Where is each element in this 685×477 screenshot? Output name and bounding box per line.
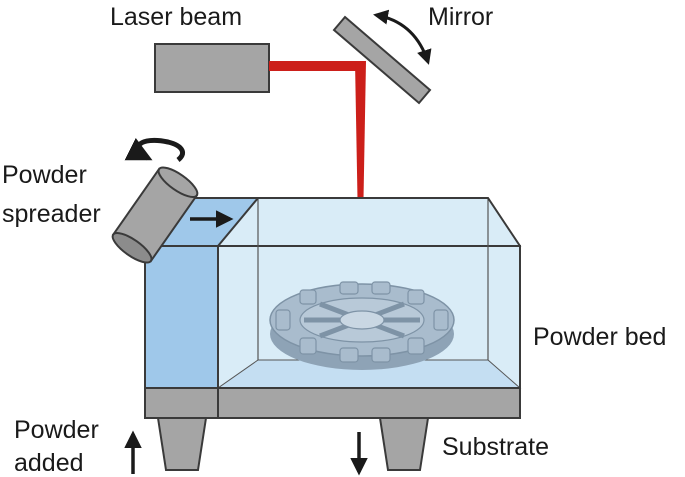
label-substrate: Substrate <box>442 433 549 461</box>
spreader-rotation-arrow <box>124 137 186 162</box>
mirror <box>332 15 432 105</box>
label-powder-added-2: added <box>14 449 84 477</box>
label-powder-added-1: Powder <box>14 416 99 444</box>
feed-base-plate <box>144 387 219 419</box>
mirror-rotation-arrow <box>373 9 432 65</box>
build-base-plate <box>217 387 521 419</box>
powder-feed-chamber <box>144 245 219 389</box>
label-powder-spreader-1: Powder <box>2 161 87 189</box>
label-powder-bed: Powder bed <box>533 323 666 351</box>
feed-piston <box>156 417 208 471</box>
powder-spreader-roller <box>111 166 199 264</box>
laser-source <box>154 43 270 93</box>
label-mirror: Mirror <box>428 3 493 31</box>
gear-part <box>269 281 455 370</box>
laser-beam-path <box>269 61 366 282</box>
build-piston <box>378 417 430 471</box>
label-powder-spreader-2: spreader <box>2 200 101 228</box>
chamber-back-wall <box>216 197 522 247</box>
label-laser-beam: Laser beam <box>110 3 242 31</box>
